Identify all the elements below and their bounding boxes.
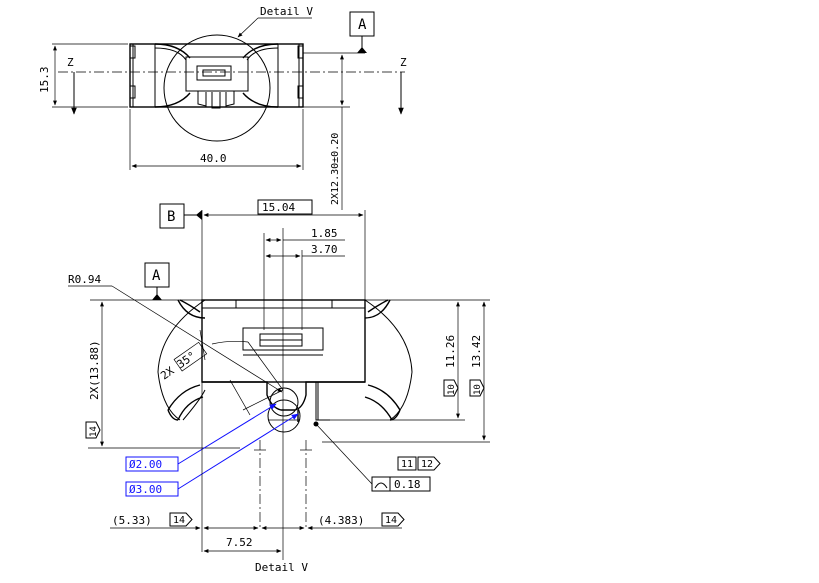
axis-z-right: Z (400, 56, 407, 69)
datum-a: A (152, 268, 161, 284)
flag-14-a: 14 (173, 515, 185, 526)
dim-11-26: 11.26 (444, 335, 457, 368)
radius-label: R0.94 (68, 273, 101, 286)
detail-view: B 15.04 1.85 3.70 R0.94 A (68, 199, 490, 574)
flag-14-b: 14 (385, 515, 397, 526)
datum-b: B (167, 209, 175, 225)
dim-15-3: 15.3 (38, 67, 51, 94)
flag-10-b: 10 (473, 384, 483, 395)
dim-13-42: 13.42 (470, 335, 483, 368)
axis-z-left: Z (67, 56, 74, 69)
bottom-detail-label: Detail V (255, 561, 308, 574)
flag-14-left: 14 (89, 426, 99, 437)
flag-12: 12 (421, 459, 433, 470)
top-datum-a: A (358, 17, 367, 33)
diam-3: Ø3.00 (129, 483, 162, 496)
dim-40-0: 40.0 (200, 152, 227, 165)
datum-a-box (144, 262, 170, 288)
dim-15-04: 15.04 (262, 201, 295, 214)
dim-13-88: 2X(13.88) (88, 340, 101, 400)
dim-12-30: 2X12.30±0.20 (330, 133, 341, 205)
dim-3-70: 3.70 (311, 243, 338, 256)
dim-4-383: (4.383) (318, 514, 364, 527)
flag-11: 11 (401, 459, 413, 470)
profile-tol: 0.18 (394, 478, 421, 491)
dim-1-85: 1.85 (311, 227, 338, 240)
datum-b-box (159, 203, 185, 229)
dim-7-52: 7.52 (226, 536, 253, 549)
top-view: Detail V A (38, 5, 407, 210)
dim-5-33: (5.33) (112, 514, 152, 527)
diam-2: Ø2.00 (129, 458, 162, 471)
detail-circle (163, 34, 271, 142)
top-detail-label: Detail V (260, 5, 313, 18)
flag-10-a: 10 (447, 384, 457, 395)
